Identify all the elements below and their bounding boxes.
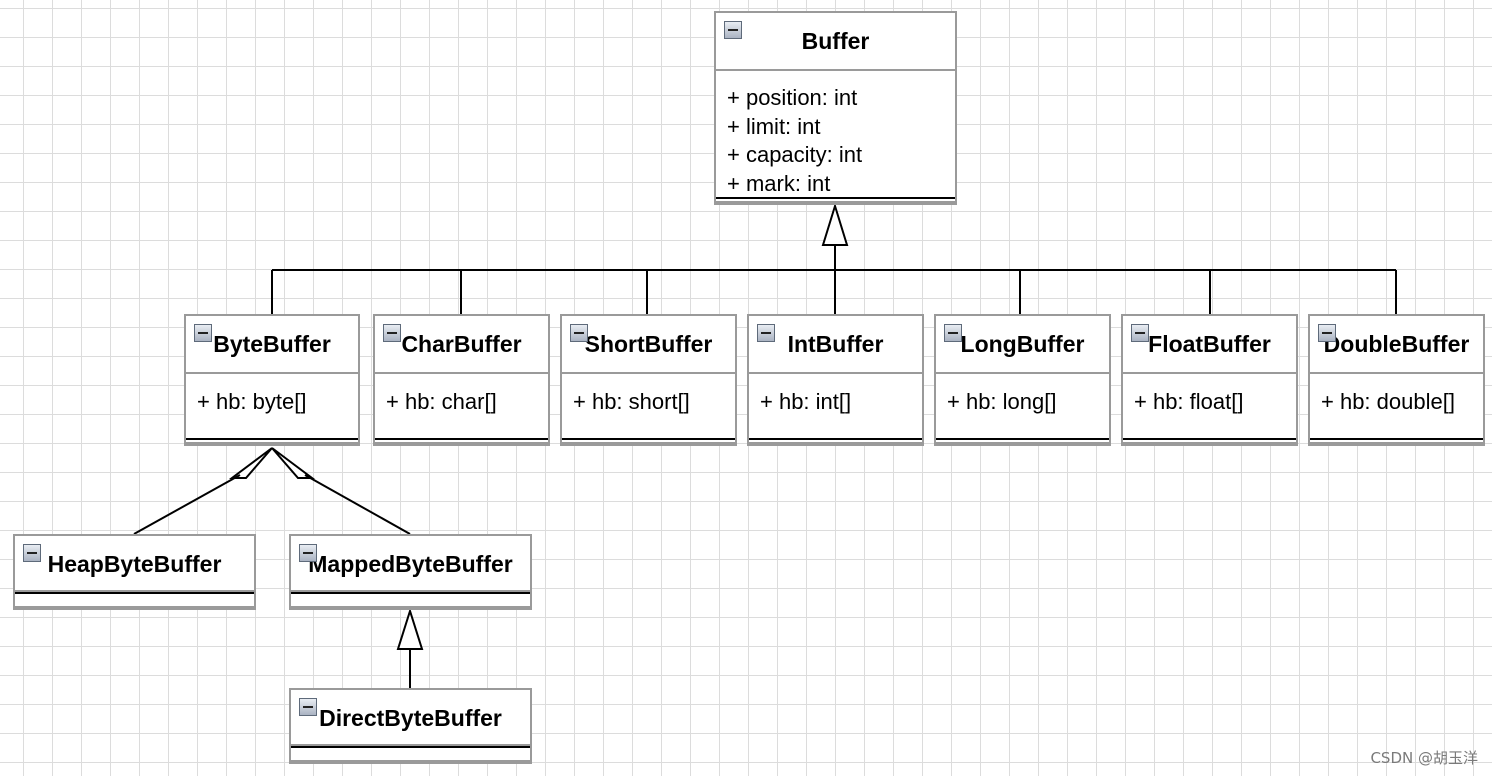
attribute: + capacity: int (727, 142, 863, 168)
class-name: DirectByteBuffer (319, 705, 502, 731)
operations-section (15, 592, 254, 608)
collapse-minus-icon[interactable] (299, 544, 317, 562)
inheritance-arrowhead (821, 202, 849, 246)
class-name: FloatBuffer (1148, 331, 1271, 357)
watermark: CSDN @胡玉洋 (1370, 749, 1478, 767)
attribute: + hb: char[] (386, 389, 497, 414)
class-buffer[interactable]: Buffer + position: int + limit: int + ca… (714, 11, 957, 205)
generalization-line (304, 474, 411, 535)
class-name: IntBuffer (787, 331, 884, 357)
attribute: + mark: int (727, 170, 831, 196)
attribute: + hb: byte[] (197, 389, 307, 414)
class-mapped-byte-buffer[interactable]: MappedByteBuffer (289, 534, 532, 610)
collapse-minus-icon[interactable] (570, 324, 588, 342)
operations-section (1123, 438, 1296, 444)
attribute: + hb: int[] (760, 389, 852, 414)
inheritance-arrowhead (229, 447, 273, 479)
collapse-minus-icon[interactable] (299, 698, 317, 716)
class-heap-byte-buffer[interactable]: HeapByteBuffer (13, 534, 256, 610)
class-name: ShortBuffer (584, 331, 713, 357)
class-direct-byte-buffer[interactable]: DirectByteBuffer (289, 688, 532, 764)
class-name: Buffer (801, 28, 870, 54)
attribute: + hb: float[] (1134, 389, 1244, 414)
operations-section (936, 438, 1109, 444)
class-name: LongBuffer (960, 331, 1085, 357)
class-double-buffer[interactable]: DoubleBuffer + hb: double[] (1308, 314, 1485, 446)
operations-section (716, 197, 955, 203)
inheritance-arrowhead (396, 607, 424, 650)
collapse-minus-icon[interactable] (944, 324, 962, 342)
class-name: DoubleBuffer (1323, 331, 1470, 357)
attribute: + hb: short[] (573, 389, 690, 414)
collapse-minus-icon[interactable] (757, 324, 775, 342)
operations-section (1310, 438, 1483, 444)
class-name: ByteBuffer (213, 331, 331, 357)
collapse-minus-icon[interactable] (383, 324, 401, 342)
class-char-buffer[interactable]: CharBuffer + hb: char[] (373, 314, 550, 446)
operations-section (562, 438, 735, 444)
attribute: + hb: long[] (947, 389, 1057, 414)
class-name: CharBuffer (401, 331, 522, 357)
collapse-minus-icon[interactable] (1131, 324, 1149, 342)
class-name: HeapByteBuffer (47, 551, 222, 577)
operations-section (749, 438, 922, 444)
class-byte-buffer[interactable]: ByteBuffer + hb: byte[] (184, 314, 360, 446)
class-float-buffer[interactable]: FloatBuffer + hb: float[] (1121, 314, 1298, 446)
operations-section (291, 746, 530, 762)
operations-section (186, 438, 358, 444)
attribute: + position: int (727, 85, 858, 110)
class-short-buffer[interactable]: ShortBuffer + hb: short[] (560, 314, 737, 446)
class-name: MappedByteBuffer (308, 551, 513, 577)
attribute: + limit: int (727, 113, 821, 139)
class-long-buffer[interactable]: LongBuffer + hb: long[] (934, 314, 1111, 446)
generalization-line (133, 474, 241, 535)
attribute: + hb: double[] (1321, 389, 1455, 414)
collapse-minus-icon[interactable] (23, 544, 41, 562)
collapse-minus-icon[interactable] (194, 324, 212, 342)
inheritance-arrowhead (271, 447, 315, 479)
collapse-minus-icon[interactable] (1318, 324, 1336, 342)
class-int-buffer[interactable]: IntBuffer + hb: int[] (747, 314, 924, 446)
operations-section (375, 438, 548, 444)
collapse-minus-icon[interactable] (724, 21, 742, 39)
operations-section (291, 592, 530, 608)
